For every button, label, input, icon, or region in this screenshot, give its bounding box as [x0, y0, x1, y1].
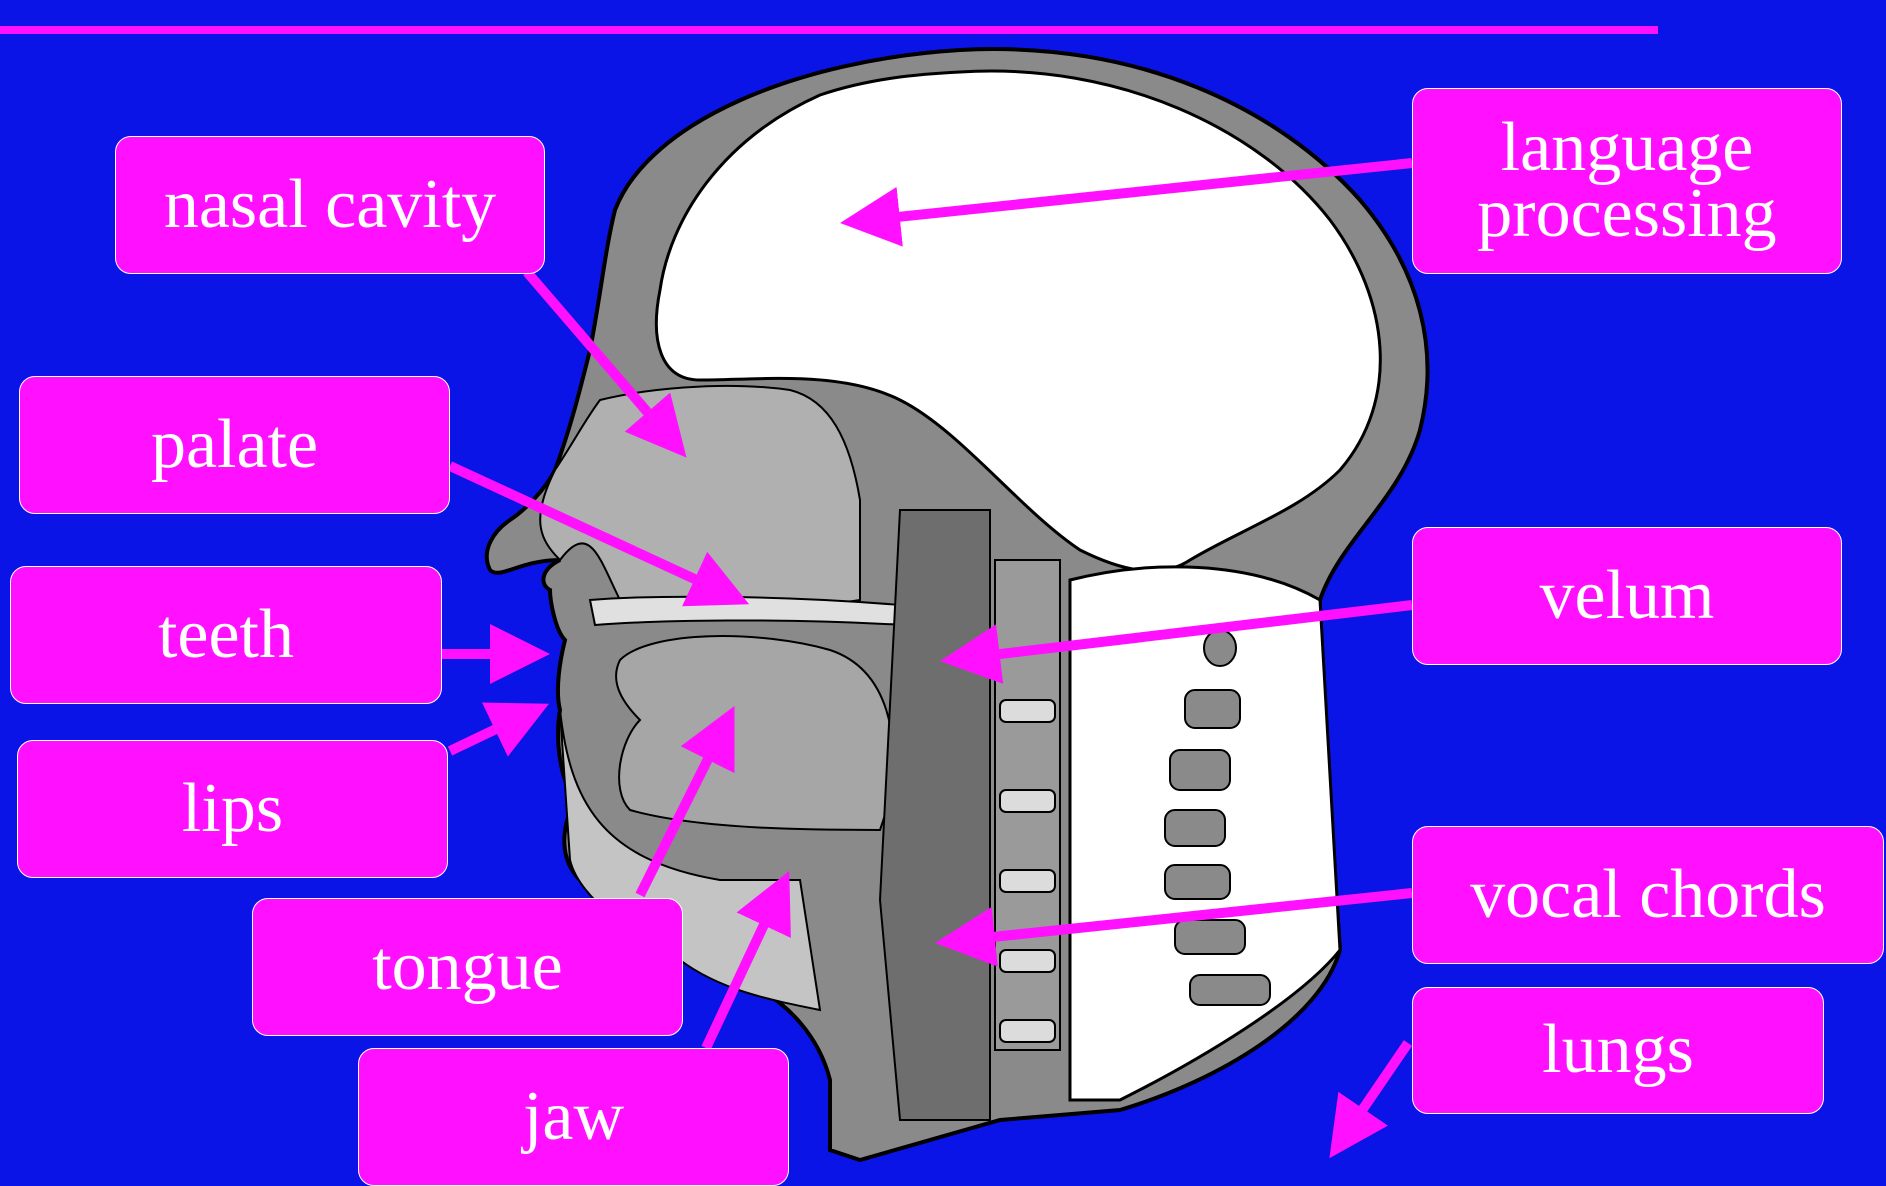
- label-lungs: lungs: [1412, 987, 1824, 1114]
- palate-band: [590, 597, 905, 625]
- label-nasal-cavity: nasal cavity: [115, 136, 545, 274]
- label-language-processing: language processing: [1412, 88, 1842, 274]
- label-teeth: teeth: [10, 566, 442, 704]
- tongue-shape: [616, 636, 893, 830]
- airway: [880, 510, 990, 1120]
- label-lips: lips: [17, 740, 448, 878]
- label-tongue: tongue: [252, 898, 683, 1036]
- arrow-lips: [450, 708, 540, 751]
- label-velum: velum: [1412, 527, 1842, 665]
- label-jaw: jaw: [358, 1048, 789, 1186]
- label-palate: palate: [19, 376, 450, 514]
- arrow-lungs: [1335, 1043, 1408, 1150]
- label-vocal-chords: vocal chords: [1412, 826, 1884, 964]
